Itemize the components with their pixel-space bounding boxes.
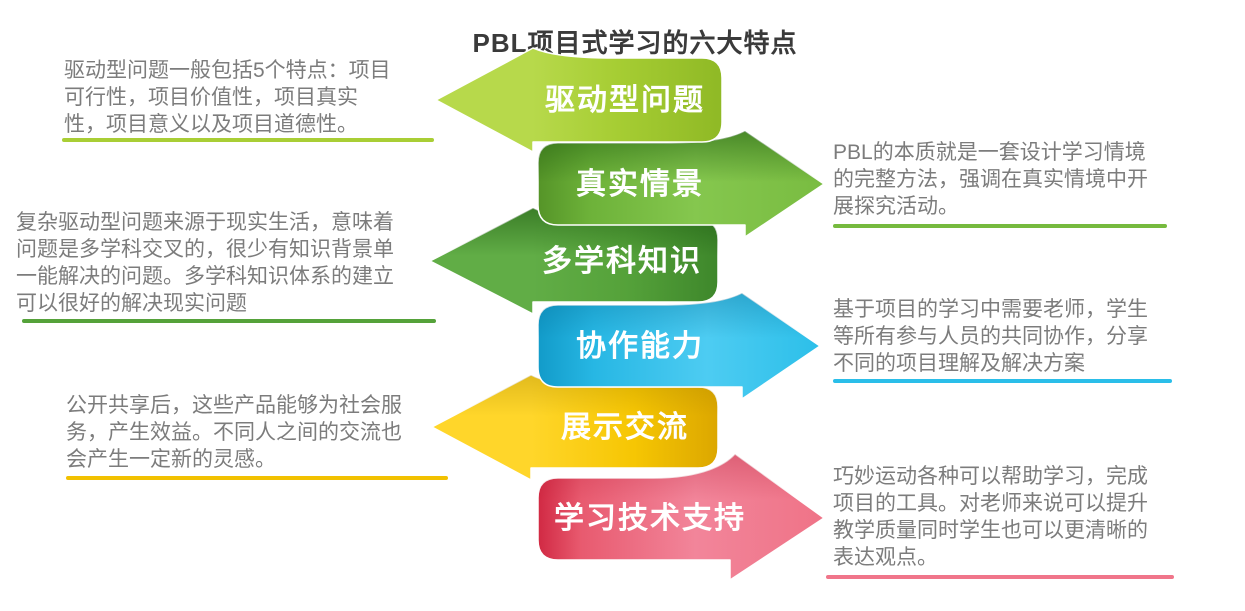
arrow-label: 展示交流 (561, 410, 689, 444)
arrow-multidisciplinary-knowledge: 多学科知识 (429, 207, 719, 315)
arrow-fold-shading (538, 454, 824, 580)
arrow-fold-shading (538, 131, 824, 237)
description-presentation-exchange: 公开共享后，这些产品能够为社会服 务，产生效益。不同人之间的交流也 会产生一定新… (66, 394, 402, 471)
arrow-label: 协作能力 (576, 330, 704, 363)
arrow-label: 多学科知识 (542, 244, 702, 278)
arrow-label: 学习技术支持 (554, 501, 746, 535)
description-multidisciplinary-knowledge: 复杂驱动型问题来源于现实生活，意味着 问题是多学科交叉的，很少有知识背景单 一能… (16, 211, 394, 315)
underline-multidisciplinary-knowledge (22, 319, 436, 323)
arrow-real-context: 真实情景 (537, 130, 825, 238)
description-real-context: PBL的本质就是一套设计学习情境 的完整方法，强调在真实情境中开 展探究活动。 (833, 141, 1148, 218)
underline-learning-tech-support (826, 575, 1174, 579)
arrow-label: 驱动型问题 (545, 84, 705, 117)
underline-collaboration (833, 379, 1172, 383)
arrow-shape (435, 47, 723, 153)
arrow-collaboration: 协作能力 (537, 292, 821, 400)
arrow-learning-tech-support: 学习技术支持 (537, 453, 825, 581)
arrow-fold-shading (432, 375, 718, 480)
description-driving-question: 驱动型问题一般包括5个特点：项目 可行性，项目价值性，项目真实 性，项目意义以及… (64, 59, 391, 136)
arrow-fold-shading (538, 293, 820, 399)
underline-presentation-exchange (66, 476, 448, 480)
arrow-driving-question: 驱动型问题 (435, 47, 723, 153)
underline-real-context (833, 224, 1167, 228)
underline-driving-question (62, 138, 434, 142)
description-learning-tech-support: 巧妙运动各种可以帮助学习，完成 项目的工具。对老师来说可以提升 教学质量同时学生… (833, 465, 1148, 569)
arrow-label: 真实情景 (576, 167, 704, 201)
arrow-fold-shading (430, 208, 718, 314)
arrow-presentation-exchange: 展示交流 (431, 374, 719, 481)
description-collaboration: 基于项目的学习中需要老师，学生 等所有参与人员的共同协作，分享 不同的项目理解及… (833, 298, 1148, 375)
